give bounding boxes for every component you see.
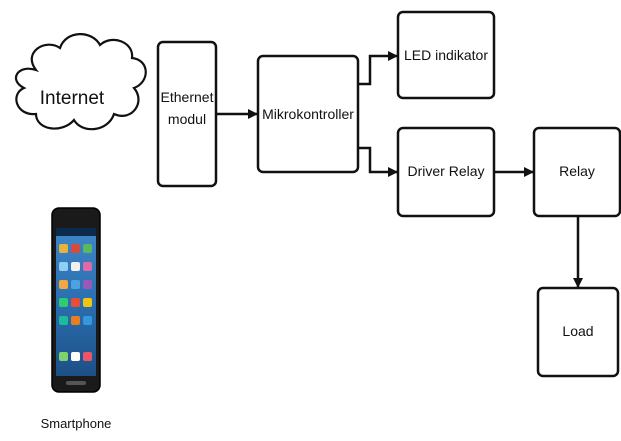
led-indikator-label: LED indikator	[404, 47, 488, 63]
driver-relay-box: Driver Relay	[398, 128, 494, 216]
arrow-mikrokontroller-to-led	[358, 56, 397, 84]
mikrokontroller-box: Mikrokontroller	[258, 56, 358, 172]
load-label: Load	[562, 323, 593, 339]
smartphone-label: Smartphone	[41, 416, 112, 431]
internet-label: Internet	[40, 88, 105, 109]
ethernet-module-box: Ethernet modul	[158, 42, 216, 186]
smartphone-illustration: Smartphone	[41, 208, 112, 431]
led-indikator-box: LED indikator	[398, 12, 494, 98]
internet-cloud: Internet	[16, 34, 146, 129]
arrow-mikrokontroller-to-driver-relay	[358, 148, 397, 172]
load-box: Load	[538, 288, 618, 376]
ethernet-module-label-line1: Ethernet	[161, 89, 214, 105]
phone-home-bar	[66, 381, 86, 385]
mikrokontroller-label: Mikrokontroller	[262, 106, 354, 122]
phone-status-bar	[56, 228, 96, 236]
relay-box: Relay	[534, 128, 620, 216]
ethernet-module-label-line2: modul	[168, 111, 206, 127]
driver-relay-label: Driver Relay	[407, 163, 484, 179]
relay-label: Relay	[559, 163, 595, 179]
cloud-shape	[16, 34, 146, 129]
